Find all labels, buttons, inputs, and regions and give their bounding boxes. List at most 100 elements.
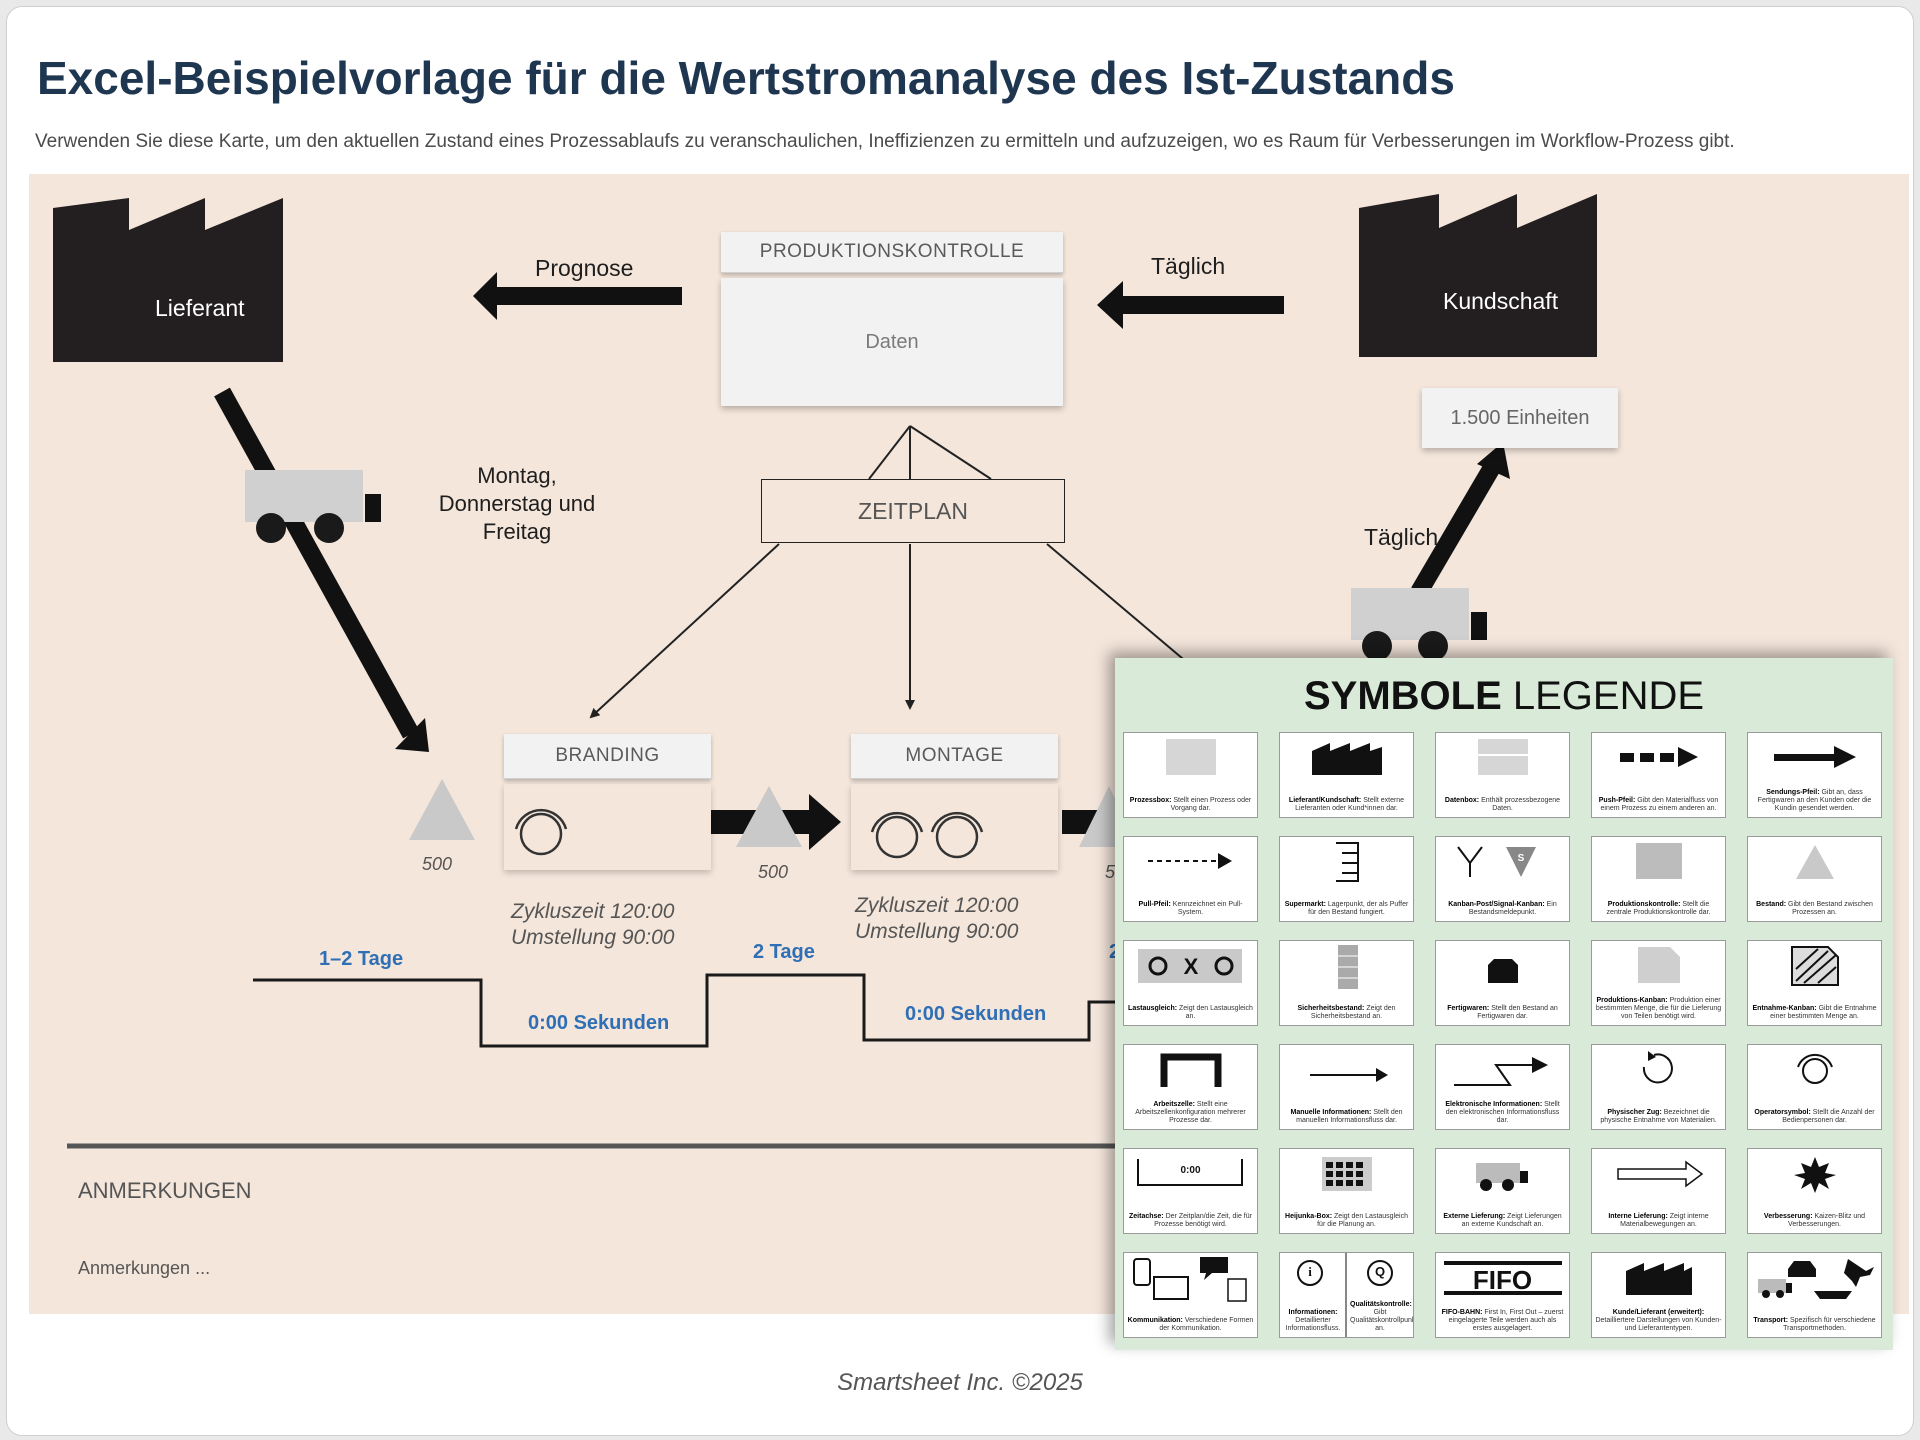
legend-caption: Kanban-Post/Signal-Kanban: Ein Bestandsm… — [1448, 901, 1557, 916]
notes-heading: ANMERKUNGEN — [78, 1178, 252, 1203]
schedule-box: ZEITPLAN — [761, 479, 1065, 543]
kanban-post-icon: S — [1457, 846, 1536, 877]
factory-icon — [1312, 743, 1382, 775]
process-time-1: 0:00 Sekunden — [528, 1012, 670, 1034]
legend-item-heijunka: Heijunka-Box: Zeigt den Lastausgleich fü… — [1279, 1148, 1414, 1234]
legend-caption: Produktions-Kanban: Produktion einer bes… — [1595, 997, 1722, 1020]
legend-caption: Informationen: Detaillierter Information… — [1285, 1309, 1341, 1332]
legend-caption: Supermarkt: Lagerpunkt, der als Puffer f… — [1284, 901, 1409, 916]
legend-item-kaizen-burst: Verbesserung: Kaizen-Blitz und Verbesser… — [1747, 1148, 1882, 1234]
customer-label: Kundschaft — [1443, 288, 1559, 314]
inventory-triangle-1 — [409, 779, 475, 840]
quality-icon: Q — [1374, 1264, 1386, 1279]
physical-pull-icon — [1642, 1051, 1673, 1084]
legend-item-process-box: Prozessbox: Stellt einen Prozess oder Vo… — [1123, 732, 1258, 818]
load-leveling-icon: X — [1138, 949, 1242, 983]
legend-caption: Entnahme-Kanban: Gibt die Entnahme einer… — [1752, 1005, 1877, 1020]
legend-caption: Kunde/Lieferant (erweitert): Detailliert… — [1595, 1309, 1722, 1332]
legend-item-physical-pull: Physischer Zug: Bezeichnet die physische… — [1591, 1044, 1726, 1130]
legend-caption: Sendungs-Pfeil: Gibt an, dass Fertigware… — [1757, 789, 1872, 812]
process-branding-body — [504, 784, 711, 870]
legend-caption: Externe Lieferung: Zeigt Lieferungen an … — [1443, 1213, 1562, 1228]
legend-caption: Manuelle Informationen: Stellt den manue… — [1290, 1109, 1403, 1124]
process-branding-cycle: Zykluszeit 120:00 — [511, 900, 675, 923]
shipment-arrow-icon — [1774, 746, 1856, 768]
process-montage-body — [851, 784, 1058, 870]
factory-extended-icon — [1626, 1263, 1692, 1295]
process-branding-changeover: Umstellung 90:00 — [511, 926, 675, 949]
info-icon: i — [1308, 1264, 1312, 1279]
legend-item-inventory: Bestand: Gibt den Bestand zwischen Proze… — [1747, 836, 1882, 922]
inventory-icon — [1796, 845, 1834, 879]
supermarket-icon — [1336, 842, 1359, 882]
fifo-icon — [1444, 1261, 1562, 1295]
inventory-triangle-2 — [736, 786, 802, 847]
legend-caption: Datenbox: Enthält prozessbezogene Daten. — [1444, 797, 1561, 812]
heijunka-icon — [1322, 1157, 1372, 1191]
operator-icon — [1797, 1053, 1833, 1084]
legend-item-kanban-post: S Kanban-Post/Signal-Kanban: Ein Bestands… — [1435, 836, 1570, 922]
timeline-value: 0:00 — [1180, 1165, 1201, 1176]
legend-item-truck: Externe Lieferung: Zeigt Lieferungen an … — [1435, 1148, 1570, 1234]
legend-caption: Bestand: Gibt den Bestand zwischen Proze… — [1756, 901, 1873, 916]
legend-item-work-cell: Arbeitszelle: Stellt eine Arbeitszellenk… — [1123, 1044, 1258, 1130]
push-arrow-icon — [1620, 747, 1698, 767]
customer-truck-icon — [1351, 588, 1487, 661]
legend-caption: Interne Lieferung: Zeigt interne Materia… — [1608, 1213, 1709, 1228]
legend-item-hollow-arrow: Interne Lieferung: Zeigt interne Materia… — [1591, 1148, 1726, 1234]
legend-item-data-box: Datenbox: Enthält prozessbezogene Daten. — [1435, 732, 1570, 818]
legend-item-pull-arrow: Pull-Pfeil: Kennzeichnet ein Pull-System… — [1123, 836, 1258, 922]
legend-caption: Elektronische Informationen: Stellt den … — [1445, 1101, 1560, 1124]
supplier-delivery-label: Montag, Donnerstag und Freitag — [438, 463, 596, 544]
withdrawal-kanban-icon — [1791, 946, 1839, 986]
daily-shipping-label: Täglich — [1364, 524, 1439, 550]
legend-item-factory-extended: Kunde/Lieferant (erweitert): Detailliert… — [1591, 1252, 1726, 1338]
legend-caption: Prozessbox: Stellt einen Prozess oder Vo… — [1129, 797, 1252, 812]
inventory-1-value: 500 — [422, 854, 453, 874]
production-control-icon — [1636, 843, 1682, 879]
svg-text:X: X — [1184, 954, 1199, 979]
forecast-label: Prognose — [535, 255, 634, 281]
legend-item-transport: Transport: Spezifisch für verschiedene T… — [1747, 1252, 1882, 1338]
customer-factory-icon — [1359, 194, 1597, 357]
legend-caption: Produktionskontrolle: Stellt die zentral… — [1606, 901, 1711, 916]
production-control-data: Daten — [721, 278, 1063, 406]
legend-item-finished-goods: Fertigwaren: Stellt den Bestand an Ferti… — [1435, 940, 1570, 1026]
legend-caption: FIFO-BAHN: First In, First Out – zuerst … — [1441, 1309, 1564, 1332]
legend-item-production-control: Produktionskontrolle: Stellt die zentral… — [1591, 836, 1726, 922]
supplier-truck-icon — [245, 470, 381, 543]
legend-title: SYMBOLE LEGENDE — [1303, 674, 1705, 718]
fifo-glyph: FIFO — [1472, 1265, 1533, 1295]
customer-order-arrow — [1097, 281, 1284, 329]
truck-icon — [1476, 1163, 1528, 1191]
symbol-legend: SYMBOLE LEGENDE Prozessbox: Stellt einen… — [1115, 658, 1893, 1350]
communication-icon — [1133, 1257, 1247, 1302]
legend-caption: Lastausgleich: Zeigt den Lastausgleich a… — [1128, 1005, 1253, 1020]
hollow-arrow-icon — [1617, 1160, 1704, 1188]
legend-caption: Arbeitszelle: Stellt eine Arbeitszellenk… — [1135, 1101, 1246, 1124]
legend-item-info-quality: i Q Informationen: Detaillierter Informati… — [1279, 1252, 1414, 1338]
kaizen-burst-icon — [1794, 1157, 1836, 1193]
legend-item-load-leveling: X Lastausgleich: Zeigt den Lastausgleich … — [1123, 940, 1258, 1026]
legend-item-electronic-info: Elektronische Informationen: Stellt den … — [1435, 1044, 1570, 1130]
legend-item-shipment-arrow: Sendungs-Pfeil: Gibt an, dass Fertigware… — [1747, 732, 1882, 818]
legend-item-operator: Operatorsymbol: Stellt die Anzahl der Be… — [1747, 1044, 1882, 1130]
work-cell-icon — [1160, 1053, 1222, 1087]
legend-item-safety-stock: Sicherheitsbestand: Zeigt den Sicherheit… — [1279, 940, 1414, 1026]
notes-text[interactable]: Anmerkungen ... — [78, 1258, 211, 1278]
legend-item-withdrawal-kanban: Entnahme-Kanban: Gibt die Entnahme einer… — [1747, 940, 1882, 1026]
inventory-2-value: 500 — [758, 862, 789, 882]
legend-item-production-kanban: Produktions-Kanban: Produktion einer bes… — [1591, 940, 1726, 1026]
legend-caption: Transport: Spezifisch für verschiedene T… — [1753, 1317, 1876, 1332]
legend-caption: Verbesserung: Kaizen-Blitz und Verbesser… — [1763, 1213, 1866, 1228]
forecast-arrow — [473, 272, 682, 320]
page-subtitle: Verwenden Sie diese Karte, um den aktuel… — [35, 131, 1735, 152]
legend-caption: Zeitachse: Der Zeitplan/die Zeit, die fü… — [1129, 1213, 1252, 1228]
lead-time-3: 2 — [1109, 941, 1120, 964]
svg-text:S: S — [1518, 853, 1525, 864]
finished-goods-icon — [1488, 959, 1518, 983]
page-title: Excel-Beispielvorlage für die Wertstroma… — [37, 52, 1455, 104]
customer-demand-box: 1.500 Einheiten — [1422, 388, 1618, 448]
legend-caption: Sicherheitsbestand: Zeigt den Sicherheit… — [1297, 1005, 1396, 1020]
